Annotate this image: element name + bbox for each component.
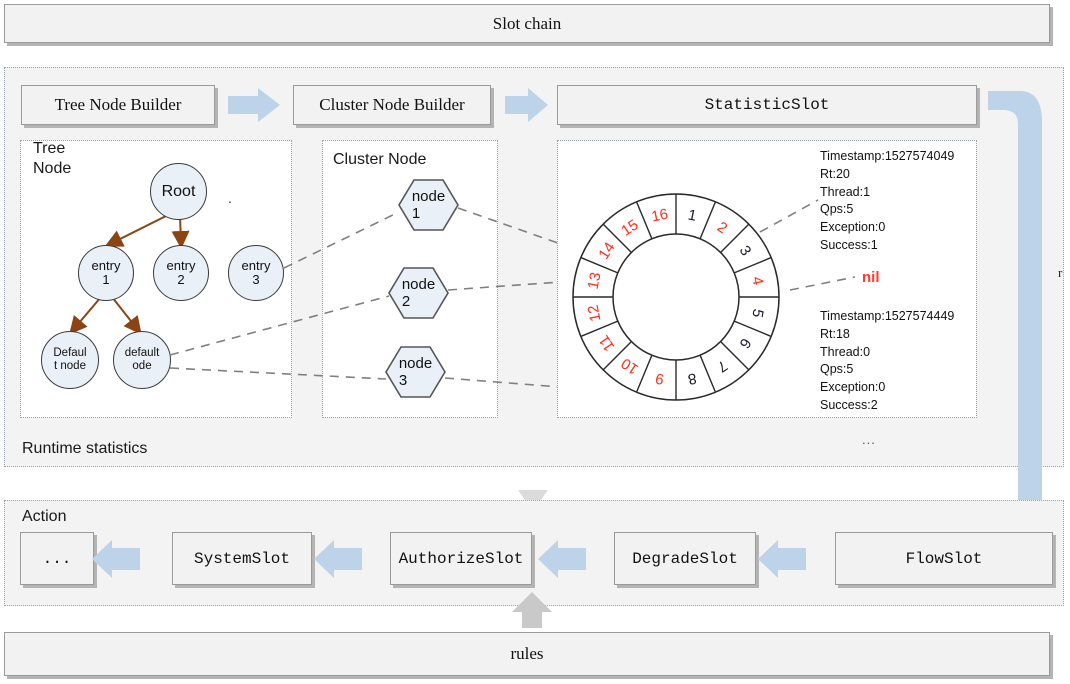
right-arrow-icon [228,88,280,122]
tree-node-entry1-label: entry 1 [91,257,121,287]
right-marker-label: r [1058,265,1063,280]
ring-segment-divider [733,320,772,338]
up-arrow-icon [518,490,548,500]
action-box-ellipsis[interactable]: ... [20,532,94,585]
ring-segment-label-13: 13 [585,271,605,291]
cluster-node-2-label: node 2 [401,275,436,310]
ring-segment-divider [580,256,619,274]
statistic-slot-label: StatisticSlot [704,96,830,114]
ring-segment-label-16: 16 [650,206,670,226]
tree-edge [104,212,173,247]
ring-segment-label-15: 15 [618,216,641,239]
tree-node-entry3-label: entry 3 [241,257,271,287]
ring-segment-divider [699,354,717,393]
tree-node-default-1[interactable]: Defaul t node [41,331,99,389]
ring-segment-divider [699,201,717,240]
return-flow-arrow-icon [988,91,1058,565]
system-slot-box[interactable]: SystemSlot [172,532,312,585]
flow-slot-label: FlowSlot [905,549,983,568]
ring-segment-label-8: 8 [686,369,698,387]
ring-segment-divider [602,341,632,371]
ring-segment-divider [720,223,750,253]
tree-dot-marker: . [228,190,232,206]
action-label: Action [22,508,67,525]
dashed-connector [169,367,387,380]
nil-label: nil [862,269,880,286]
tree-node-entry3[interactable]: entry 3 [228,245,284,301]
ring-segment-label-5: 5 [748,307,766,318]
cluster-node-builder-label: Cluster Node Builder [319,95,465,114]
ring-segment-label-14: 14 [595,239,618,262]
dashed-connector [283,211,400,269]
tree-edge [69,296,102,335]
stats-block-top: Timestamp:1527574049 Rt:20 Thread:1 Qps:… [820,149,955,252]
flow-slot-box[interactable]: FlowSlot [835,532,1053,585]
cluster-node-builder-box[interactable]: Cluster Node Builder [293,85,491,125]
tree-node-root[interactable]: Root [150,163,207,220]
dashed-connector [759,199,819,233]
cluster-node-3-label: node 3 [398,354,433,389]
cluster-node-2[interactable]: node 2 [389,268,448,318]
statistic-slot-box[interactable]: StatisticSlot [557,85,977,125]
authorize-slot-box[interactable]: AuthorizeSlot [390,532,532,585]
degrade-slot-box[interactable]: DegradeSlot [614,532,756,585]
authorize-slot-label: AuthorizeSlot [398,549,524,568]
dashed-connector [169,295,390,356]
ring-segment-divider [602,223,632,253]
cluster-node-hex-3 [385,346,446,398]
ring-segment-divider [720,341,750,371]
action-box-ellipsis-label: ... [42,549,72,568]
cluster-node-1-label: node 1 [411,187,446,222]
tree-node-default-2-label: default ode [124,347,160,372]
ring-segment-divider [580,320,619,338]
tree-node-root-label: Root [161,182,196,200]
ring-segment-label-12: 12 [585,303,605,323]
left-arrow-icon [538,540,586,578]
statistic-panel-ellipsis: ... [862,432,876,447]
slot-chain-title: Slot chain [492,13,562,33]
ring-segment-label-4: 4 [748,275,766,286]
cluster-node-hex-2 [388,267,449,319]
left-arrow-icon [92,540,140,578]
right-arrow-icon [505,88,548,122]
slot-chain-header: Slot chain [4,4,1050,43]
dashed-connector [447,280,576,291]
cluster-node-panel-title: Cluster Node [333,151,427,168]
ring-segment-label-1: 1 [686,206,698,224]
cluster-node-hex-1 [398,179,459,231]
ring-segment-label-10: 10 [618,354,641,377]
tree-node-default-1-label: Defaul t node [53,347,87,372]
left-arrow-icon [314,540,362,578]
dashed-connector [789,276,856,291]
rules-box[interactable]: rules [4,632,1050,676]
tree-node-entry2-label: entry 2 [166,257,196,287]
up-arrow-icon [512,592,552,628]
cluster-node-3[interactable]: node 3 [386,347,445,397]
ring-segment-label-9: 9 [654,369,666,387]
degrade-slot-label: DegradeSlot [632,549,738,568]
rules-label: rules [510,644,544,663]
tree-node-default-2[interactable]: default ode [113,331,171,389]
tree-node-builder-label: Tree Node Builder [54,95,182,114]
ring-segment-divider [635,201,653,240]
cluster-node-1[interactable]: node 1 [399,180,458,230]
tree-node-builder-box[interactable]: Tree Node Builder [21,85,215,125]
stats-block-bottom: Timestamp:1527574449 Rt:18 Thread:0 Qps:… [820,309,955,412]
runtime-statistics-label: Runtime statistics [22,440,148,457]
tree-edge [111,296,142,335]
system-slot-label: SystemSlot [193,549,290,568]
left-arrow-icon [758,540,806,578]
ring-segment-divider [635,354,653,393]
tree-node-entry2[interactable]: entry 2 [153,245,209,301]
ring-segment-divider [733,256,772,274]
tree-node-entry1[interactable]: entry 1 [78,245,134,301]
